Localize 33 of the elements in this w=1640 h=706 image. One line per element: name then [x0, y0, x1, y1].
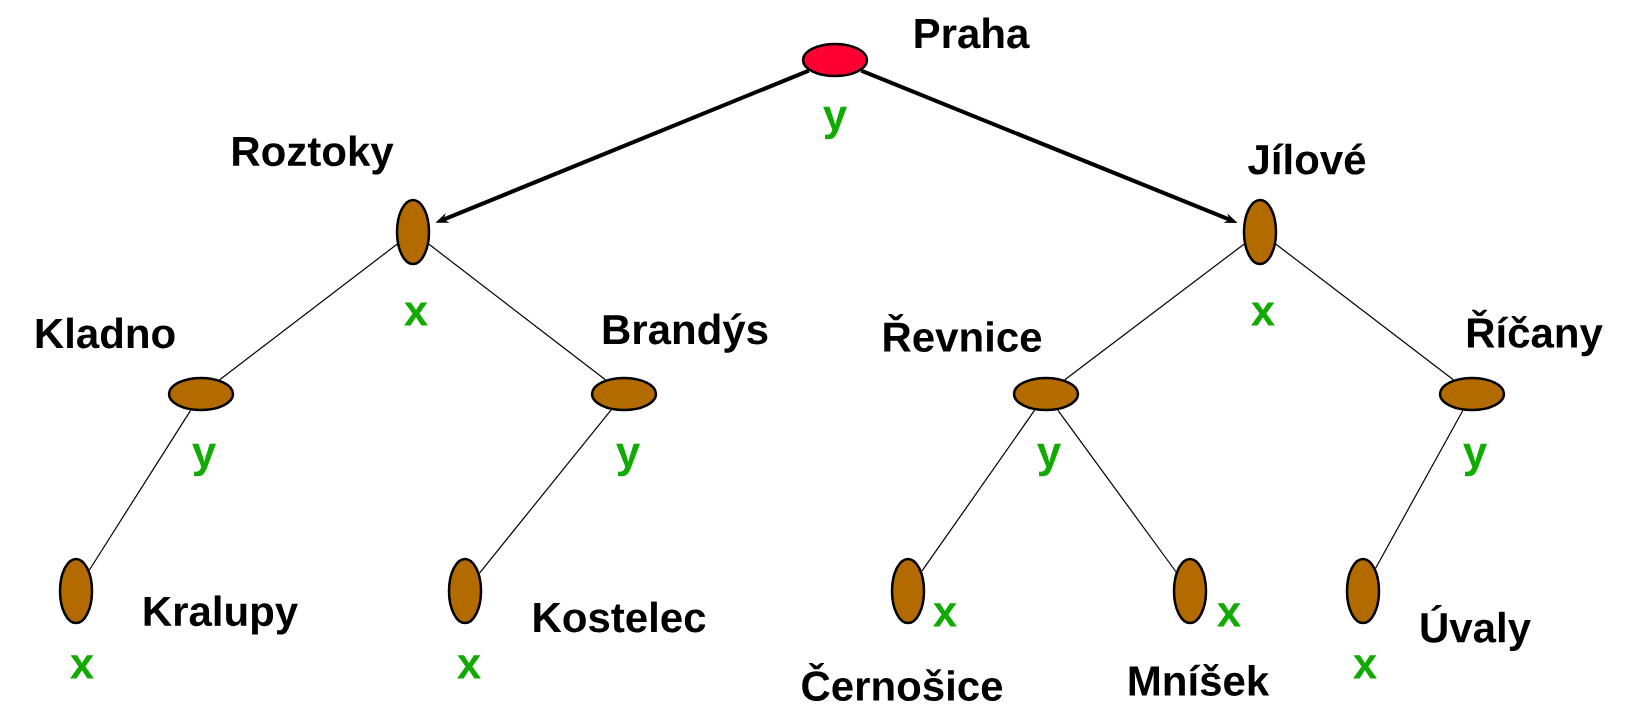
- connector-line: [921, 409, 1036, 572]
- node-label: Kralupy: [144, 595, 298, 635]
- node-label: Řevnice: [884, 314, 1042, 352]
- node-label: Říčany: [1467, 309, 1603, 357]
- variable-label: x: [1217, 603, 1241, 627]
- connector-line: [219, 243, 398, 381]
- variable-label: x: [70, 655, 94, 679]
- connector-line: [428, 243, 606, 381]
- variable-label: x: [404, 302, 428, 326]
- variable-label: x: [1251, 302, 1275, 326]
- variable-label: x: [1353, 655, 1377, 679]
- variable-label: y: [1463, 443, 1487, 477]
- node-label: Jílové: [1248, 143, 1366, 175]
- node-label: Mníšek: [1129, 664, 1270, 696]
- node-label: Brandýs: [603, 313, 768, 353]
- connector-line: [1057, 409, 1177, 573]
- connector-line: [1064, 243, 1245, 381]
- variable-label: y: [192, 443, 216, 477]
- connector-line: [88, 409, 192, 571]
- node-label: Roztoky: [233, 135, 394, 175]
- node-label: Kladno: [36, 317, 175, 349]
- variable-label: y: [616, 443, 640, 477]
- connector-line: [1275, 243, 1454, 381]
- connector-line: [1375, 409, 1464, 569]
- variable-label: y: [823, 106, 847, 140]
- variable-label: x: [933, 603, 957, 627]
- connector-line: [478, 409, 612, 574]
- node-label: Úvaly: [1421, 605, 1531, 651]
- variable-label: x: [457, 655, 481, 679]
- node-label: Černošice: [802, 663, 1003, 701]
- node-label: Praha: [915, 17, 1030, 49]
- variable-label: y: [1037, 443, 1061, 477]
- node-label: Kostelec: [534, 601, 706, 633]
